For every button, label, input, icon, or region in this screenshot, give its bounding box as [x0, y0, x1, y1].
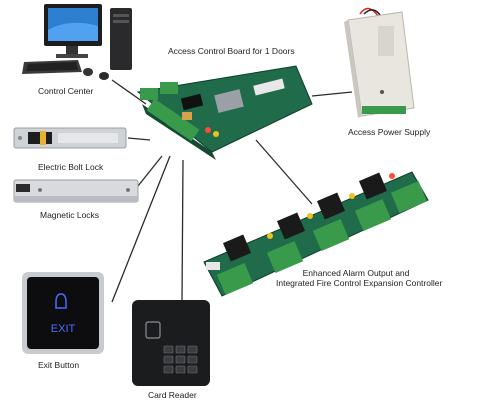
card-reader-device — [132, 300, 210, 386]
electric-bolt-lock-label: Electric Bolt Lock — [38, 162, 104, 172]
line-bolt-lock — [127, 137, 151, 141]
power-supply-label: Access Power Supply — [348, 127, 431, 137]
exit-button-label: Exit Button — [38, 360, 80, 370]
magnetic-locks-label: Magnetic Locks — [40, 210, 100, 220]
exit-button-text: EXIT — [51, 323, 76, 335]
expansion-controller-label-line2: Integrated Fire Control Expansion Contro… — [276, 278, 443, 288]
card-reader-label: Card Reader — [148, 390, 197, 400]
electric-bolt-lock-device — [13, 127, 127, 149]
exit-button-device: EXIT — [22, 272, 104, 354]
line-card-reader — [181, 159, 184, 301]
connector-lines — [111, 79, 353, 303]
line-magnetic-locks — [137, 155, 163, 187]
power-supply-unit — [344, 7, 415, 118]
line-expansion — [255, 139, 313, 205]
expansion-controller-label-line1: Enhanced Alarm Output and — [302, 268, 410, 278]
line-exit-button — [111, 155, 171, 303]
expansion-controller-board — [203, 171, 429, 297]
board-label: Access Control Board for 1 Doors — [168, 46, 295, 56]
control-center-label: Control Center — [38, 86, 94, 96]
access-control-board — [136, 65, 313, 160]
computer-icon — [22, 4, 132, 80]
magnetic-lock-device — [13, 179, 139, 203]
line-power-supply — [311, 91, 353, 97]
